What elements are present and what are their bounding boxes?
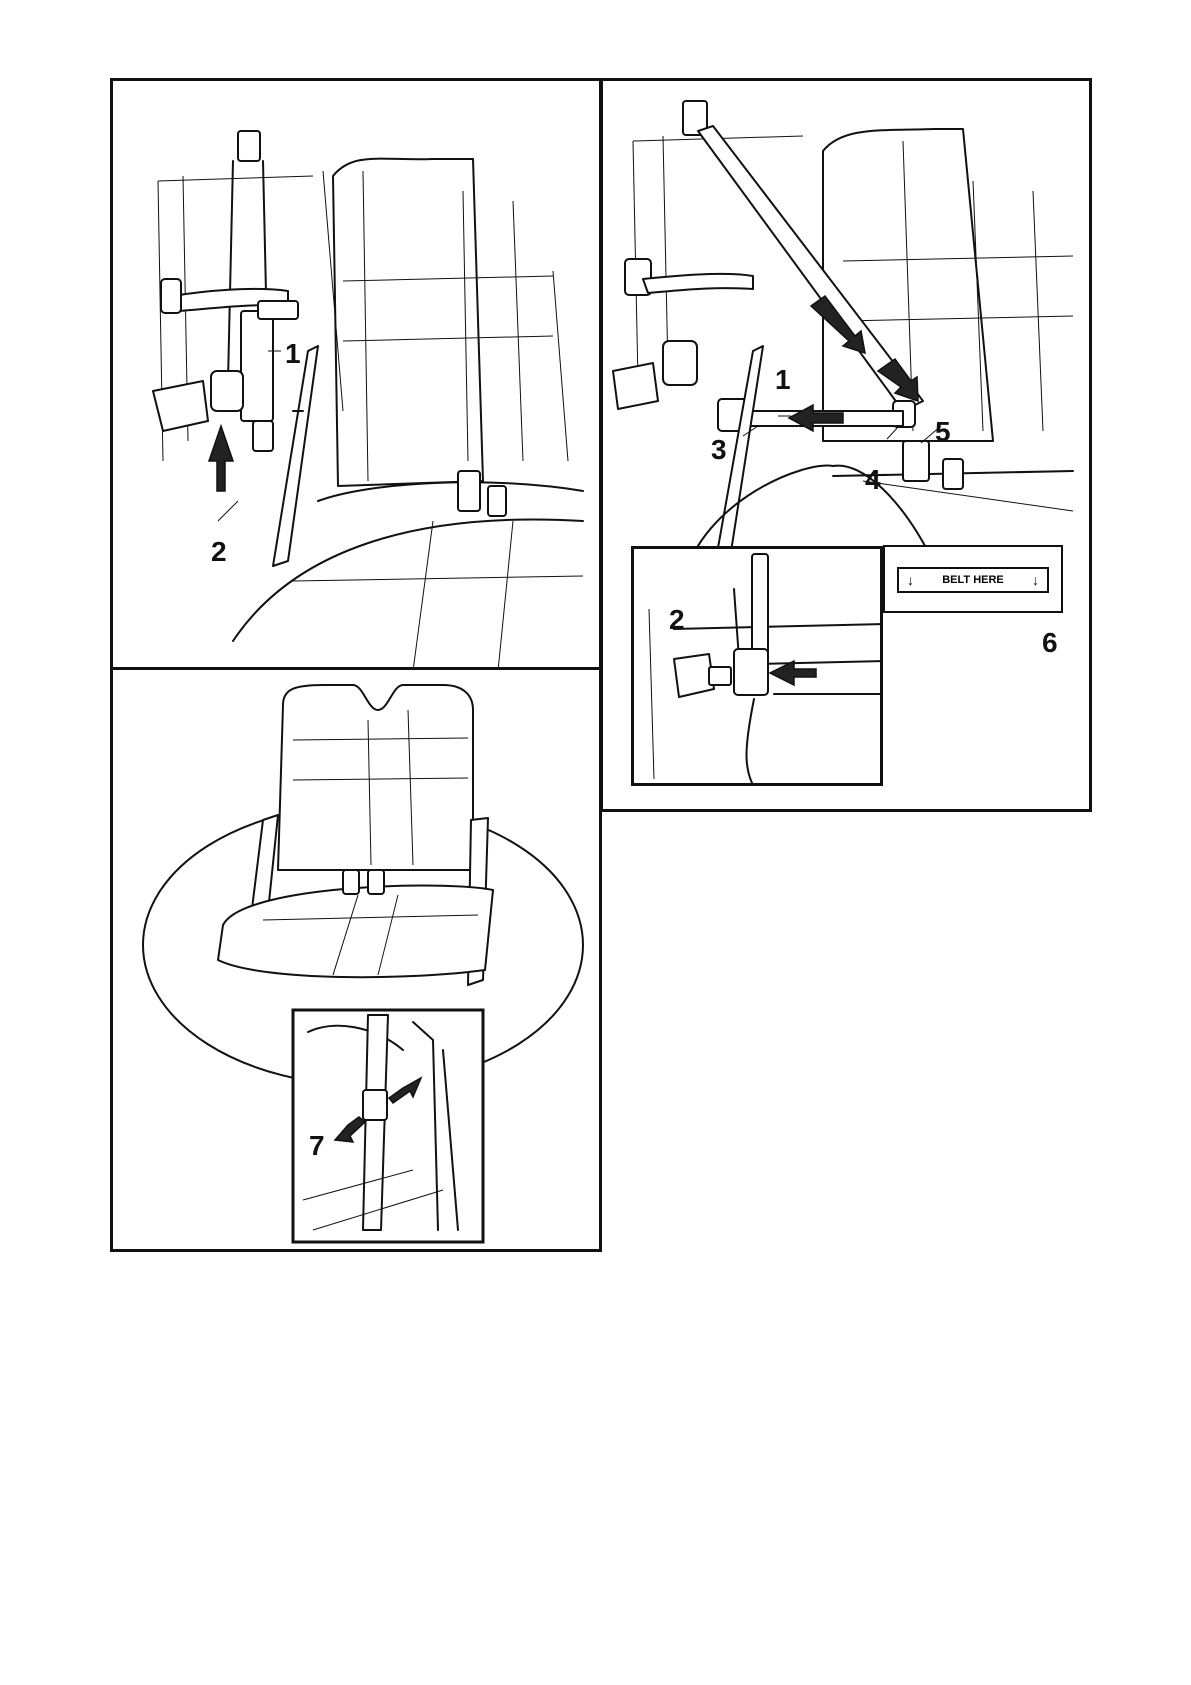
callout-3: 3 xyxy=(711,434,727,465)
belt-here-label: ↓ BELT HERE ↓ xyxy=(897,567,1049,593)
belt-here-text: BELT HERE xyxy=(942,574,1004,586)
callout-2: 2 xyxy=(211,536,227,567)
illustration-seat-belt-left: 1 2 xyxy=(113,81,602,670)
panel-belt-routing-left: 1 2 xyxy=(110,78,602,670)
callout-7: 7 xyxy=(309,1130,325,1161)
callout-1: 1 xyxy=(775,364,791,395)
belt-here-label-plate: ↓ BELT HERE ↓ xyxy=(883,545,1063,613)
arrow-down-icon: ↓ xyxy=(907,572,914,588)
callout-5: 5 xyxy=(935,416,951,447)
panel-belt-routing-right: 1 3 4 5 6 2 xyxy=(600,78,1092,812)
arrow-down-icon: ↓ xyxy=(1032,572,1039,588)
callout-1: 1 xyxy=(285,338,301,369)
inset-callout-2: 2 xyxy=(669,604,685,635)
inset-buckle-detail: 2 xyxy=(631,546,883,786)
illustration-folding-seat: 7 xyxy=(113,670,602,1252)
panel-seat-release: 7 xyxy=(110,667,602,1252)
callout-6: 6 xyxy=(1042,627,1058,658)
illustration-buckle-closeup: 2 xyxy=(634,549,883,786)
callout-4: 4 xyxy=(865,464,881,495)
